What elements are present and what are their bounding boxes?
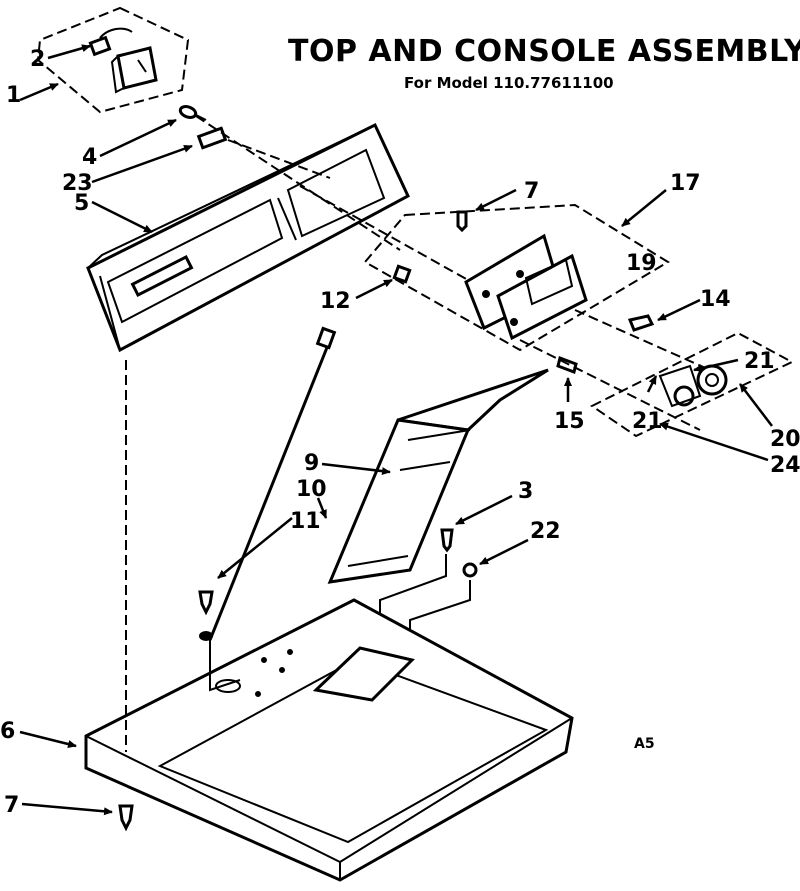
callout-14: 14	[700, 287, 731, 312]
callout-2: 2	[30, 47, 45, 72]
arrow-23	[91, 144, 193, 184]
callout-17: 17	[670, 171, 701, 196]
callout-21-upper: 21	[744, 349, 775, 374]
callout-23: 23	[62, 171, 93, 196]
part-7-lower-screw	[118, 804, 134, 832]
arrow-1	[19, 82, 59, 102]
arrow-2	[47, 44, 91, 60]
part-4-screw	[178, 105, 207, 121]
part-9-duct	[327, 368, 549, 584]
arrow-5	[91, 200, 153, 234]
callout-7-upper: 7	[524, 179, 539, 204]
callout-4: 4	[82, 145, 97, 170]
arrow-3	[455, 494, 513, 526]
callout-24: 24	[770, 453, 800, 478]
part-6-top	[84, 598, 574, 882]
part-11-screw	[198, 590, 214, 641]
callout-6: 6	[0, 719, 15, 744]
part-22-nut	[462, 562, 478, 578]
arrow-14	[657, 298, 701, 322]
callout-15: 15	[554, 409, 585, 434]
arrow-20	[739, 383, 773, 427]
console-panel	[86, 122, 410, 353]
part-11-rod	[208, 326, 337, 641]
callout-9: 9	[304, 451, 319, 476]
diagram-title: TOP AND CONSOLE ASSEMBLY	[288, 34, 800, 69]
arrow-11	[217, 517, 293, 579]
callout-19: 19	[626, 251, 657, 276]
callout-10: 10	[296, 477, 327, 502]
part-12-nut	[392, 264, 412, 284]
part-7-upper-screw	[456, 210, 468, 233]
arrow-21-upper	[693, 358, 739, 373]
arrow-21-lower	[646, 375, 658, 393]
arrow-17	[621, 189, 667, 227]
part-14-screw	[627, 314, 655, 332]
arrow-7-lower	[21, 802, 113, 816]
callout-20: 20	[770, 427, 800, 452]
part-1-switch	[110, 46, 158, 94]
arrow-6	[19, 730, 77, 748]
arrow-9	[321, 462, 391, 476]
arrow-22	[479, 538, 529, 566]
part-1-group	[36, 6, 190, 114]
callout-5: 5	[74, 191, 89, 216]
arrow-12	[355, 278, 393, 300]
callout-7-lower: 7	[4, 793, 19, 818]
part-3-screw	[440, 528, 454, 553]
callout-22: 22	[530, 519, 561, 544]
callout-11: 11	[290, 509, 321, 534]
arrow-7-upper	[475, 188, 517, 212]
arrow-4	[99, 118, 177, 158]
callout-12: 12	[320, 289, 351, 314]
callout-1: 1	[6, 83, 21, 108]
arrow-10	[316, 497, 328, 519]
part-19-bracket	[464, 233, 588, 341]
part-17-group	[363, 203, 670, 352]
part-20-knob	[658, 364, 728, 408]
model-subtitle: For Model 110.77611100	[404, 74, 614, 92]
part-2-connector	[88, 27, 133, 57]
callout-3: 3	[518, 479, 533, 504]
callout-21-lower: 21	[632, 409, 663, 434]
drawing-code: A5	[634, 736, 655, 752]
part-23-clip	[196, 126, 228, 150]
part-20-group	[590, 331, 795, 438]
arrow-24	[659, 422, 769, 462]
